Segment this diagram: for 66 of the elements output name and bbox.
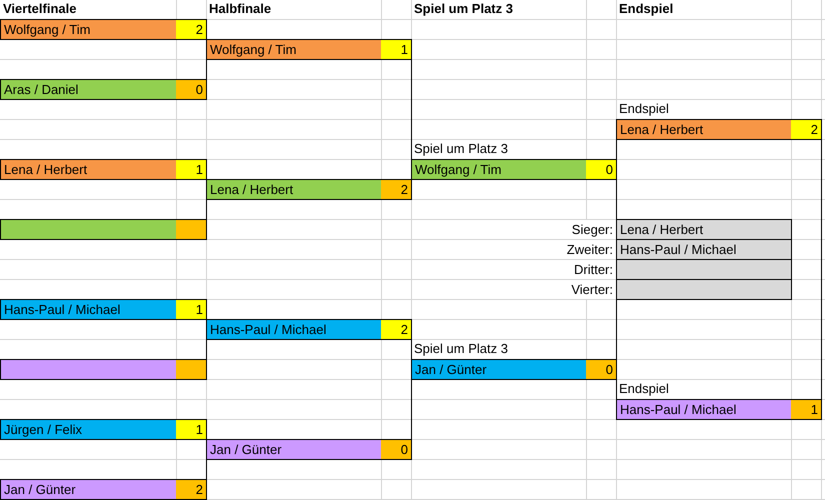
bracket-slot: [0, 19, 207, 40]
bracket-line: [206, 199, 207, 220]
result-field: Lena / Herbert: [616, 219, 792, 240]
score: 1: [381, 40, 411, 59]
empty-bracket-slot: [0, 219, 207, 240]
team-name: Aras / Daniel: [1, 80, 176, 99]
bracket-line: [821, 139, 822, 400]
match-heading: Endspiel: [618, 380, 669, 398]
score: 2: [176, 480, 206, 499]
bracket-line: [206, 339, 207, 360]
bracket-slot: [206, 39, 412, 60]
column-heading: Spiel um Platz 3: [413, 0, 513, 18]
rank-label: Zweiter:: [566, 241, 613, 259]
score: 2: [791, 120, 821, 139]
column-heading: Halbfinale: [208, 0, 272, 18]
team-name: Wolfgang / Tim: [1, 20, 176, 39]
team-name: Jan / Günter: [207, 440, 381, 459]
match-heading: Spiel um Platz 3: [413, 340, 508, 358]
score: 1: [176, 300, 206, 319]
bracket-line: [206, 59, 207, 80]
column-heading: Viertelfinale: [2, 0, 76, 18]
rank-label: Dritter:: [574, 261, 613, 279]
team-name: Hans-Paul / Michael: [1, 300, 176, 319]
empty-bracket-slot: [0, 359, 207, 380]
bracket-line: [616, 299, 617, 360]
bracket-slot: [206, 439, 412, 460]
bracket-line: [411, 59, 412, 160]
score: 2: [381, 320, 411, 339]
score: 1: [791, 400, 821, 419]
bracket-line: [616, 139, 617, 160]
column-heading: Endspiel: [618, 0, 674, 18]
bracket-slot: [0, 479, 207, 500]
score: 2: [381, 180, 411, 199]
team-name: Lena / Herbert: [1, 160, 176, 179]
team-name: Jan / Günter: [1, 480, 176, 499]
rank-label: Sieger:: [572, 221, 613, 239]
bracket-slot: [0, 419, 207, 440]
match-heading: Spiel um Platz 3: [413, 140, 508, 158]
bracket-line: [411, 339, 412, 360]
team-name: Jürgen / Felix: [1, 420, 176, 439]
team-name: Jan / Günter: [412, 360, 586, 379]
match-heading: Endspiel: [618, 100, 669, 118]
team-name: Lena / Herbert: [617, 120, 791, 139]
score: 0: [586, 160, 616, 179]
rank-label: Vierter:: [571, 281, 613, 299]
team-name: Hans-Paul / Michael: [207, 320, 381, 339]
score: 1: [176, 160, 206, 179]
bracket-line: [206, 459, 207, 480]
bracket-slot: [206, 319, 412, 340]
score: 2: [176, 20, 206, 39]
result-field: Hans-Paul / Michael: [616, 239, 792, 260]
bracket-slot: [0, 299, 207, 320]
team-name: Wolfgang / Tim: [412, 160, 586, 179]
score: 0: [381, 440, 411, 459]
bracket-slot: [206, 179, 412, 200]
team-name: Lena / Herbert: [207, 180, 381, 199]
bracket-slot: [0, 79, 207, 100]
bracket-line: [616, 179, 617, 220]
score: 1: [176, 420, 206, 439]
bracket-line: [616, 379, 617, 400]
team-name: Hans-Paul / Michael: [617, 400, 791, 419]
score: 0: [176, 80, 206, 99]
team-name: Wolfgang / Tim: [207, 40, 381, 59]
bracket-slot: [0, 159, 207, 180]
score: 0: [586, 360, 616, 379]
bracket-line: [411, 379, 412, 440]
